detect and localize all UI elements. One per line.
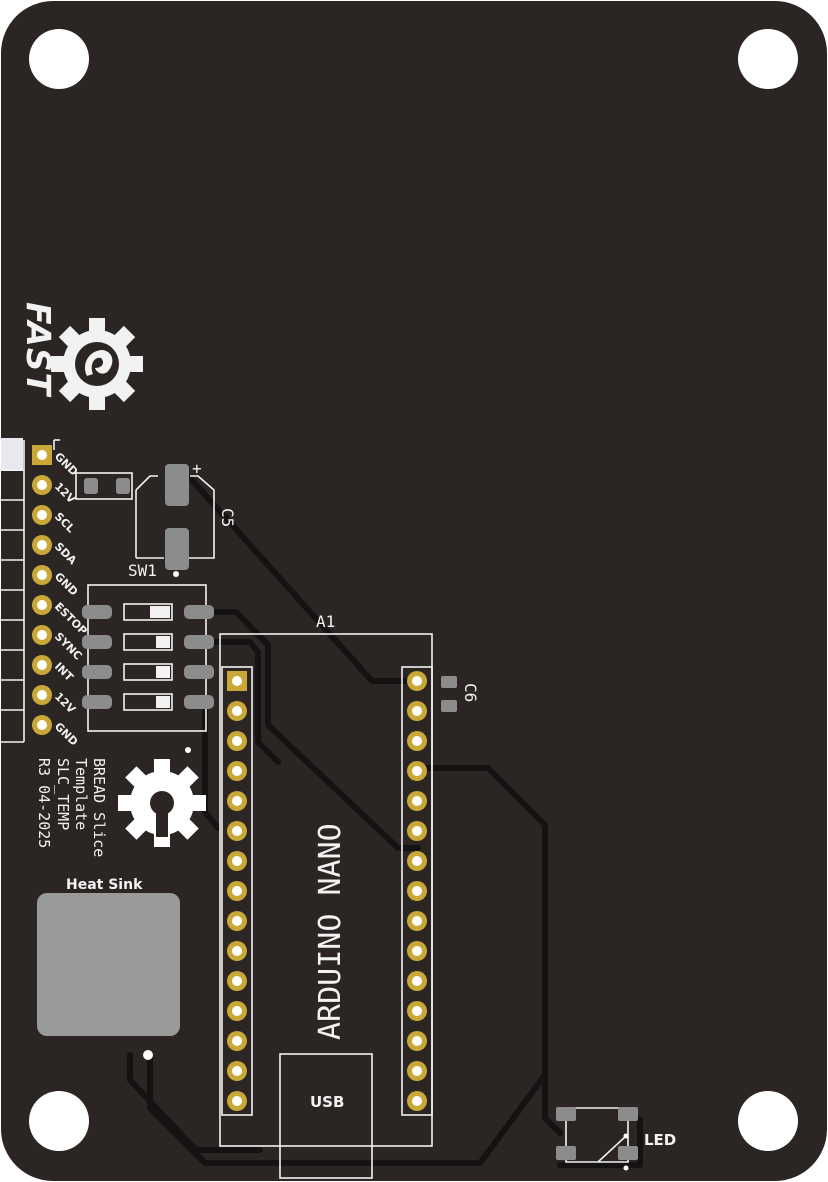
mounting-hole-top-left: [29, 29, 89, 89]
heat-sink-label: Heat Sink: [66, 877, 143, 893]
heat-sink: Heat Sink: [37, 877, 180, 1036]
via: [143, 1050, 153, 1060]
nano-header-pin: [407, 941, 427, 961]
nano-header-pin: [227, 731, 247, 751]
nano-header-pin: [227, 701, 247, 721]
nano-header-pin: [227, 1031, 247, 1051]
nano-header-pin: [407, 911, 427, 931]
mounting-hole-bottom-left: [29, 1091, 89, 1151]
nano-header-pin: [227, 671, 247, 691]
connector-pin: 12V: [32, 475, 78, 506]
usb-label: USB: [310, 1093, 344, 1111]
connector-pin1-marker: [1, 438, 23, 471]
dip-switch-position: [82, 603, 214, 621]
via: [173, 571, 179, 577]
nano-header-pin: [227, 911, 247, 931]
arduino-nano-label: ARDUINO NANO: [313, 823, 348, 1040]
capacitor-c6: C6: [441, 676, 480, 712]
dip-switch-position: [82, 633, 214, 651]
board-text-line-3: SLC_TEMP: [54, 758, 72, 830]
dip-switch-sw1: SW1: [82, 561, 214, 732]
nano-header-pin: [227, 761, 247, 781]
led-label: LED: [644, 1131, 676, 1149]
fast-logo: FAST: [19, 302, 58, 398]
fast-gear-logo-icon: [51, 318, 143, 410]
nano-header-pin: [407, 671, 427, 691]
board-info-text: BREAD Slice Template SLC_TEMP R3 04-2025: [35, 758, 108, 857]
dip-switch-position: [82, 693, 214, 711]
mounting-hole-top-right: [738, 29, 798, 89]
nano-header-pin: [227, 791, 247, 811]
sw1-label: SW1: [128, 561, 157, 580]
edge-connector: [0, 438, 60, 743]
capacitor-c5: + C5: [135, 459, 237, 570]
board-text-line-1: BREAD Slice: [90, 758, 108, 857]
c6-label: C6: [461, 683, 480, 702]
nano-header-pin: [227, 821, 247, 841]
nano-header-pin: [407, 731, 427, 751]
nano-header-pin: [407, 851, 427, 871]
nano-header-pin: [407, 1031, 427, 1051]
dip-switch-position: [82, 663, 214, 681]
smd-resistor: [75, 472, 133, 500]
nano-header-pin: [407, 1091, 427, 1111]
arduino-nano-a1: A1 ARDUINO NANO USB: [219, 612, 433, 1179]
c5-polarity-mark: +: [192, 459, 202, 478]
mounting-hole-bottom-right: [738, 1091, 798, 1151]
open-hardware-gear-icon: [118, 759, 206, 847]
nano-header-pin: [407, 1061, 427, 1081]
nano-header-pin: [407, 971, 427, 991]
nano-header-pin: [227, 881, 247, 901]
nano-header-pin: [407, 791, 427, 811]
via: [185, 747, 191, 753]
nano-header-pin: [407, 821, 427, 841]
nano-header-pin: [227, 851, 247, 871]
nano-header-pin: [227, 971, 247, 991]
nano-header-pin: [227, 941, 247, 961]
nano-header-pin: [407, 881, 427, 901]
board-text-line-4: R3 04-2025: [35, 758, 53, 848]
a1-label: A1: [316, 612, 335, 631]
nano-header-pin: [407, 761, 427, 781]
c5-label: C5: [218, 508, 237, 527]
nano-header-pin: [227, 1091, 247, 1111]
nano-header-pin: [407, 701, 427, 721]
led: LED: [556, 1107, 676, 1171]
board-text-line-2: Template: [72, 758, 90, 830]
nano-header-pin: [227, 1001, 247, 1021]
nano-header-pin: [407, 1001, 427, 1021]
nano-header-pin: [227, 1061, 247, 1081]
